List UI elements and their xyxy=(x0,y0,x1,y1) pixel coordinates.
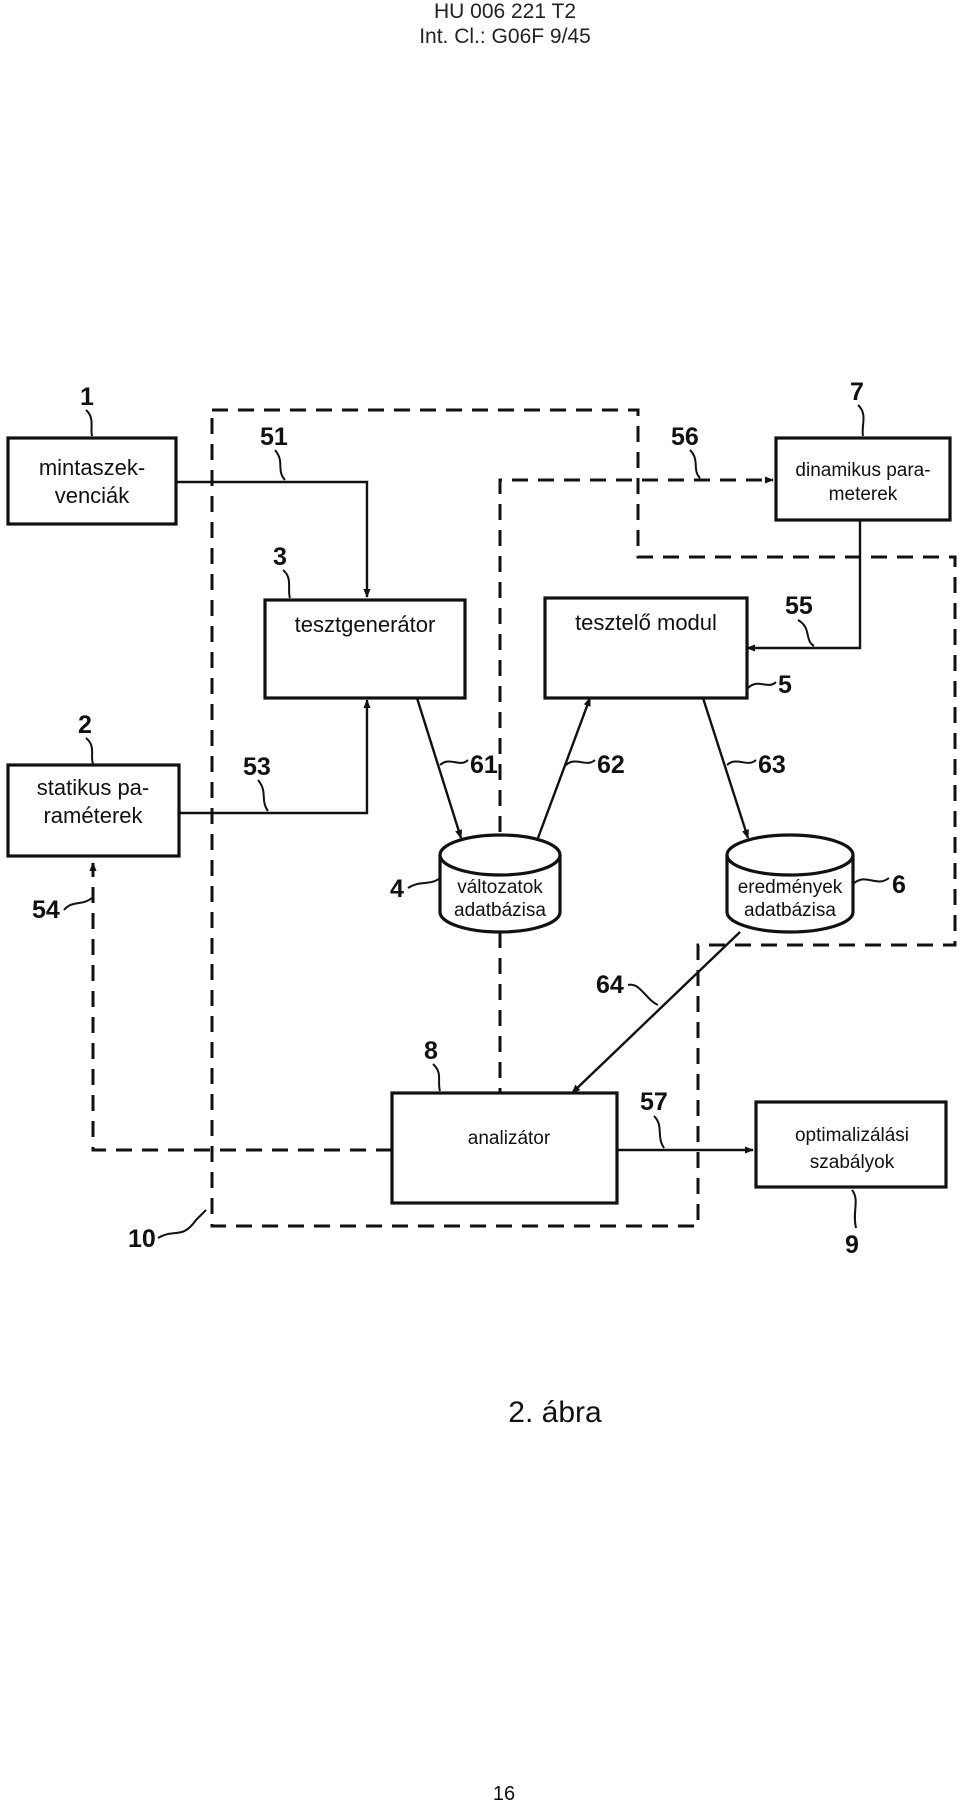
label-55: 55 xyxy=(785,592,813,620)
connection-62-line xyxy=(536,697,592,839)
label-54: 54 xyxy=(32,896,60,924)
block-6-line-2: adatbázisa xyxy=(744,900,836,921)
label-57: 57 xyxy=(640,1088,668,1116)
label-56: 56 xyxy=(671,423,699,451)
label-61: 61 xyxy=(470,751,498,779)
block-8-label: analizátor xyxy=(468,1128,551,1149)
block-9-rect xyxy=(754,1100,948,1189)
ref-3: 3 xyxy=(273,543,287,571)
connection-61-line xyxy=(415,697,463,839)
block-6-line-1: eredmények xyxy=(738,877,843,898)
block-1-line-1: mintaszek- xyxy=(39,455,145,480)
block-4-line-2: adatbázisa xyxy=(454,900,546,921)
ref-2: 2 xyxy=(78,711,92,739)
label-53: 53 xyxy=(243,753,271,781)
figure-caption: 2. ábra xyxy=(508,1396,602,1429)
block-8-rect xyxy=(390,1091,619,1205)
block-3-rect xyxy=(263,598,467,700)
header-classification: Int. Cl.: G06F 9/45 xyxy=(419,25,591,48)
block-7-line-1: dinamikus para- xyxy=(795,460,930,481)
ref-1: 1 xyxy=(80,383,94,411)
block-2-line-2: raméterek xyxy=(43,803,143,828)
block-9-line-2: szabályok xyxy=(810,1152,895,1173)
ref-6: 6 xyxy=(892,871,906,899)
ref-10: 10 xyxy=(128,1225,156,1253)
block-4-line-1: változatok xyxy=(457,877,543,898)
ref-4: 4 xyxy=(390,875,404,903)
connection-63-line xyxy=(701,697,750,839)
connection-51-line xyxy=(176,480,371,598)
system-boundary xyxy=(210,408,957,1228)
block-1-rect xyxy=(6,436,178,526)
label-62: 62 xyxy=(597,751,625,779)
ref-7: 7 xyxy=(850,378,864,406)
connection-55-line xyxy=(746,520,862,652)
page-number: 16 xyxy=(492,1783,516,1805)
block-1-line-2: venciák xyxy=(55,483,131,508)
header-doc-number: HU 006 221 T2 xyxy=(433,0,577,23)
block-4-cylinder xyxy=(438,833,562,934)
connection-54-line xyxy=(89,862,392,1152)
connection-53-line xyxy=(179,699,371,815)
block-7-line-2: meterek xyxy=(829,484,898,505)
ref-9: 9 xyxy=(845,1231,859,1259)
block-5-rect xyxy=(543,596,749,700)
block-2-rect xyxy=(6,763,181,858)
ref-5: 5 xyxy=(778,671,792,699)
label-51: 51 xyxy=(260,423,288,451)
block-7-rect xyxy=(774,436,952,522)
connection-64-line xyxy=(571,931,741,1094)
label-64: 64 xyxy=(596,971,624,999)
block-9-line-1: optimalizálási xyxy=(795,1125,909,1146)
block-3-label: tesztgenerátor xyxy=(295,612,436,637)
connection-56-line xyxy=(498,476,774,832)
label-63: 63 xyxy=(758,751,786,779)
block-6-cylinder xyxy=(725,833,855,934)
block-2-line-1: statikus pa- xyxy=(37,775,150,800)
ref-8: 8 xyxy=(424,1037,438,1065)
block-5-label: tesztelő modul xyxy=(575,610,717,635)
